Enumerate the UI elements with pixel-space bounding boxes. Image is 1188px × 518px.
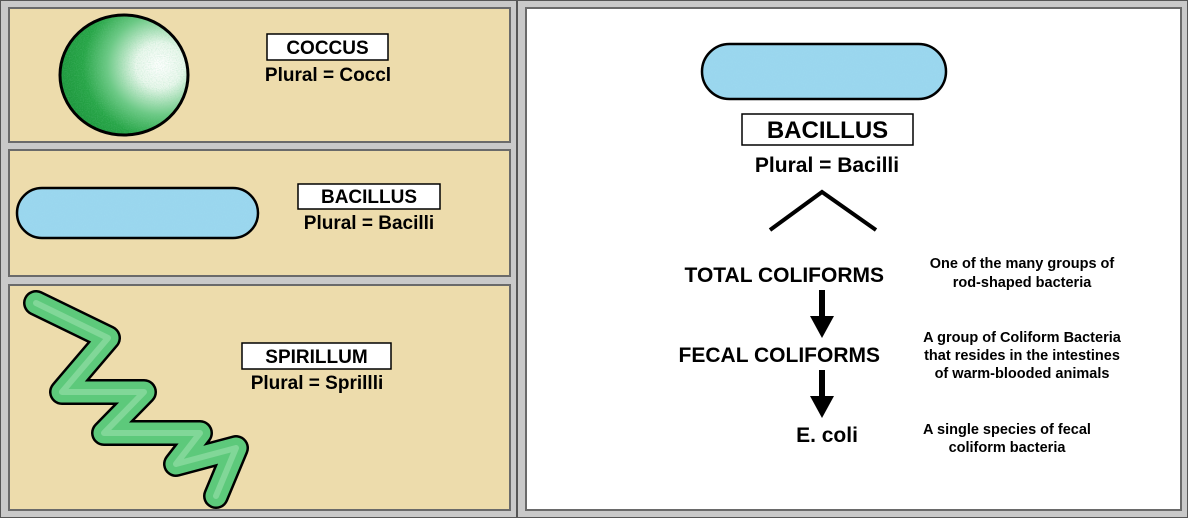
spirillum-name: SPIRILLUM bbox=[265, 347, 367, 368]
hierarchy-term-e-coli: E. coli bbox=[796, 424, 858, 447]
down-arrow-2 bbox=[810, 370, 834, 418]
bacillus-panel: BACILLUS Plural = Bacilli bbox=[8, 149, 511, 277]
bacillus-illustration bbox=[15, 186, 260, 240]
detail-plural: Plural = Bacilli bbox=[755, 154, 899, 177]
hierarchy-desc-fecal-line-1: A group of Coliform Bacteria bbox=[923, 330, 1122, 346]
down-arrow-1 bbox=[810, 290, 834, 338]
hierarchy-desc-fecal-line-3: of warm-blooded animals bbox=[935, 366, 1110, 382]
coccus-name-box bbox=[266, 33, 389, 61]
coccus-illustration bbox=[58, 13, 190, 137]
hierarchy-term-total-coliforms: TOTAL COLIFORMS bbox=[685, 264, 885, 287]
coccus-panel: COCCUS Plural = Coccl bbox=[8, 7, 511, 143]
hierarchy-desc-total-line-2: rod-shaped bacteria bbox=[953, 275, 1093, 291]
bacillus-name-box bbox=[297, 183, 441, 210]
spirillum-name-box bbox=[241, 342, 392, 370]
hierarchy-desc-total-line-1: One of the many groups of bbox=[930, 256, 1115, 272]
coccus-name: COCCUS bbox=[286, 38, 368, 59]
detail-title-box bbox=[741, 113, 914, 146]
detail-bacillus-illustration bbox=[700, 42, 948, 101]
branch-caret bbox=[768, 189, 878, 232]
spirillum-plural: Plural = Sprillli bbox=[251, 373, 384, 394]
detail-title: BACILLUS bbox=[767, 117, 888, 144]
hierarchy-desc-fecal-line-2: that resides in the intestines bbox=[924, 348, 1120, 364]
bacillus-plural: Plural = Bacilli bbox=[304, 213, 434, 234]
hierarchy-desc-ecoli-line-1: A single species of fecal bbox=[923, 422, 1091, 438]
detail-panel: BACILLUS Plural = Bacilli TOTAL COLIFORM… bbox=[679, 42, 1122, 456]
spirillum-illustration bbox=[23, 290, 249, 509]
bacillus-name: BACILLUS bbox=[321, 187, 417, 208]
coccus-plural: Plural = Coccl bbox=[265, 65, 391, 86]
hierarchy-desc-ecoli-line-2: coliform bacteria bbox=[949, 440, 1067, 456]
spirillum-panel: SPIRILLUM Plural = Sprillli bbox=[8, 284, 511, 511]
hierarchy-term-fecal-coliforms: FECAL COLIFORMS bbox=[679, 344, 880, 367]
